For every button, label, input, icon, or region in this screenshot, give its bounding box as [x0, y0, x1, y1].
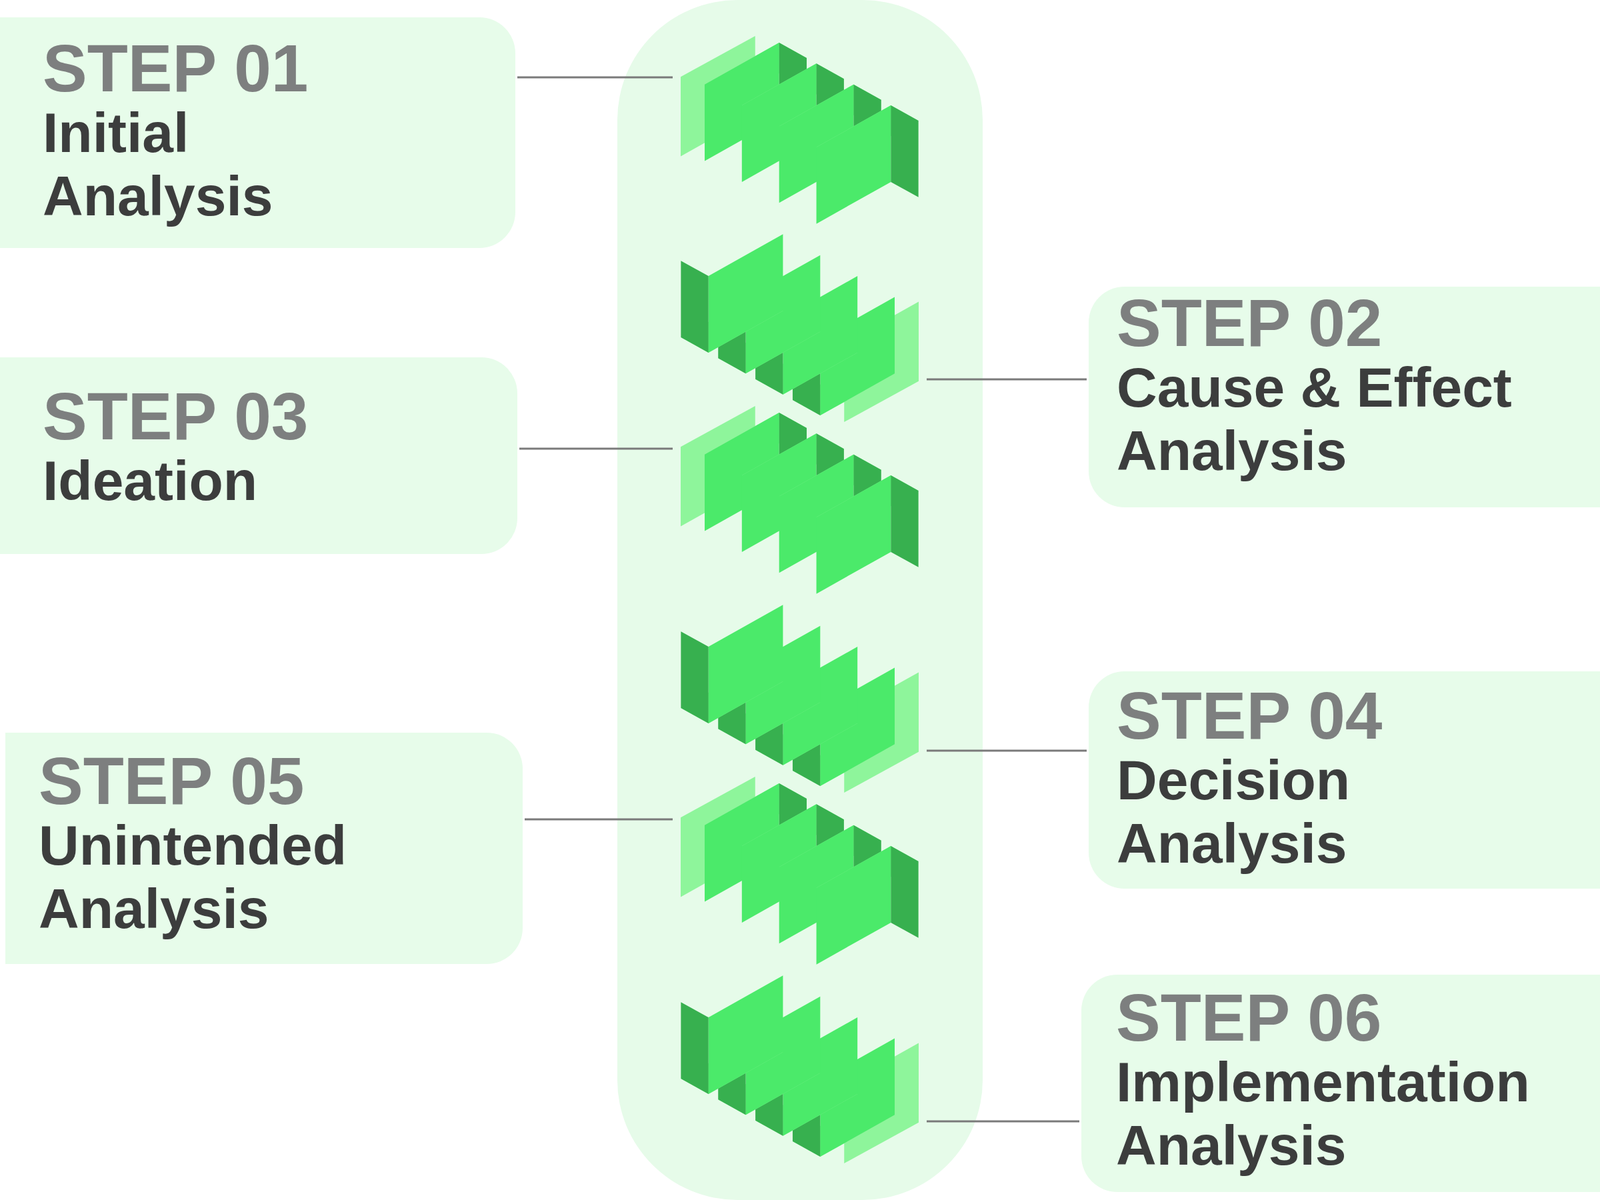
step-title: Decision Analysis	[1116, 748, 1544, 876]
step-title: Ideation	[42, 449, 363, 513]
step-box: STEP 02Cause & Effect Analysis	[1088, 286, 1600, 508]
step-number: STEP 04	[1116, 682, 1600, 749]
step-number: STEP 06	[1116, 984, 1600, 1051]
center-panel	[617, 0, 983, 1200]
step-number: STEP 03	[42, 382, 518, 450]
step-title: Unintended Analysis	[38, 814, 359, 941]
step-number: STEP 05	[38, 747, 523, 814]
step-number: STEP 01	[42, 34, 516, 102]
step-number: STEP 02	[1116, 289, 1600, 356]
step-title: Implementation Analysis	[1116, 1050, 1550, 1178]
step-box: STEP 05Unintended Analysis	[5, 732, 523, 964]
step-box: STEP 06Implementation Analysis	[1081, 974, 1600, 1192]
step-blocks	[680, 36, 919, 1164]
step-title: Cause & Effect Analysis	[1116, 356, 1544, 483]
step-title: Initial Analysis	[42, 101, 363, 228]
step-box: STEP 01Initial Analysis	[0, 17, 516, 248]
step-box: STEP 04Decision Analysis	[1088, 671, 1600, 889]
step-box: STEP 03Ideation	[0, 357, 518, 554]
leader-lines	[517, 77, 1087, 1122]
